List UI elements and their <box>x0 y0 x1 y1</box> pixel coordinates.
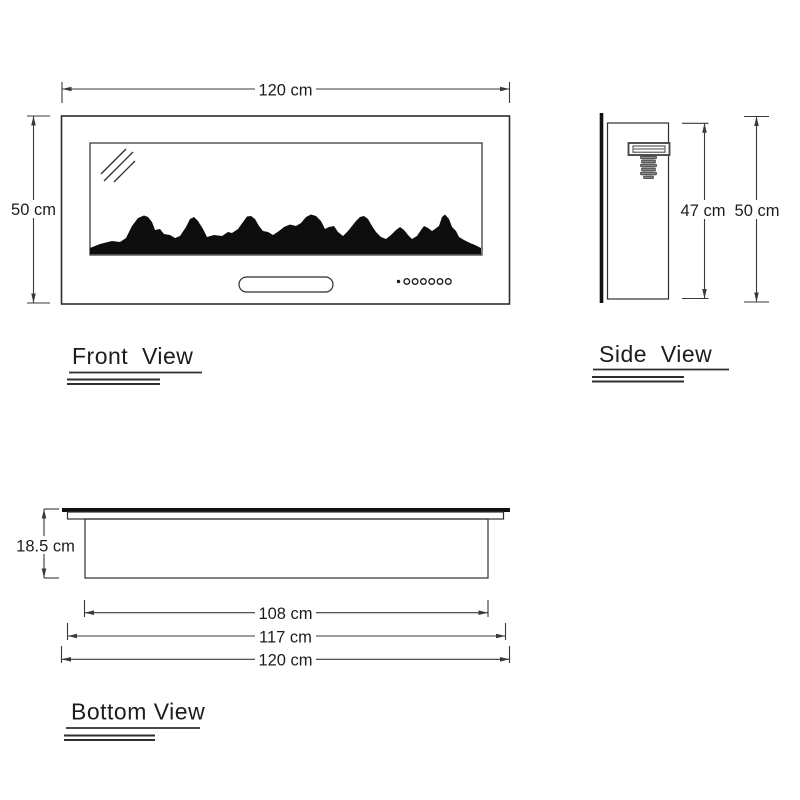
side-overall-height-dimension: 50 cm <box>732 115 782 303</box>
dim-text-backing <box>255 604 316 621</box>
side-view: 47 cm 50 cm Side View <box>592 113 782 383</box>
bottom-middle-width-dimension: 117 cm <box>66 623 507 647</box>
front-view: 120 cm 50 cm <box>9 80 511 385</box>
side-body-height-dim-label: 47 cm <box>681 202 726 220</box>
side-view-label: Side View <box>599 341 712 367</box>
bottom-depth-dim-label: 18.5 cm <box>16 538 75 556</box>
bottom-view: 18.5 cm 108 cm 117 cm 120 cm B <box>14 508 511 741</box>
front-height-dimension: 50 cm <box>9 115 58 304</box>
glass-reflection-icon <box>100 148 136 183</box>
bottom-inner-width-dimension: 108 cm <box>83 600 489 623</box>
indicator-dot <box>428 278 436 285</box>
bottom-outer-width-dimension: 120 cm <box>60 646 511 670</box>
dim-text-backing <box>255 650 316 668</box>
front-width-dim-label: 120 cm <box>258 82 312 100</box>
indicator-dots <box>396 278 452 285</box>
glass-panel <box>89 142 483 256</box>
frame-strip-outline <box>66 511 505 520</box>
indicator-dot <box>444 278 452 285</box>
mounting-bracket <box>627 142 671 156</box>
bottom-view-caption: Bottom View <box>64 699 205 741</box>
dim-text-backing <box>255 627 316 645</box>
front-view-caption: Front View <box>67 343 202 385</box>
dim-text-backing <box>732 200 782 219</box>
dim-text-backing <box>255 80 316 97</box>
control-bar <box>238 276 334 293</box>
dim-text-backing <box>679 200 728 219</box>
fireplace-front-outline <box>60 115 511 305</box>
side-body-height-dimension: 47 cm <box>679 122 728 300</box>
screw-icon <box>640 155 657 179</box>
fireplace-bottom-outline <box>84 518 489 579</box>
bottom-inner-width-dim-label: 108 cm <box>258 605 312 623</box>
dim-text-backing <box>14 536 76 554</box>
side-overall-height-dim-label: 50 cm <box>735 202 780 220</box>
indicator-dot <box>419 278 427 285</box>
side-view-caption: Side View <box>592 341 729 383</box>
indicator-dot <box>411 278 419 285</box>
bottom-depth-dimension: 18.5 cm <box>14 508 76 579</box>
bottom-outer-width-dim-label: 120 cm <box>258 652 312 670</box>
fireplace-side-outline <box>606 122 670 300</box>
dim-text-backing <box>9 200 58 218</box>
indicator-dot-filled <box>396 279 401 284</box>
logs-silhouette <box>90 214 481 255</box>
front-width-dimension: 120 cm <box>61 80 511 103</box>
bottom-view-label: Bottom View <box>71 699 205 725</box>
indicator-dot <box>436 278 444 285</box>
indicator-dot <box>403 278 411 285</box>
bottom-middle-width-dim-label: 117 cm <box>259 629 312 647</box>
front-view-label: Front View <box>72 343 193 369</box>
front-height-dim-label: 50 cm <box>11 201 56 219</box>
